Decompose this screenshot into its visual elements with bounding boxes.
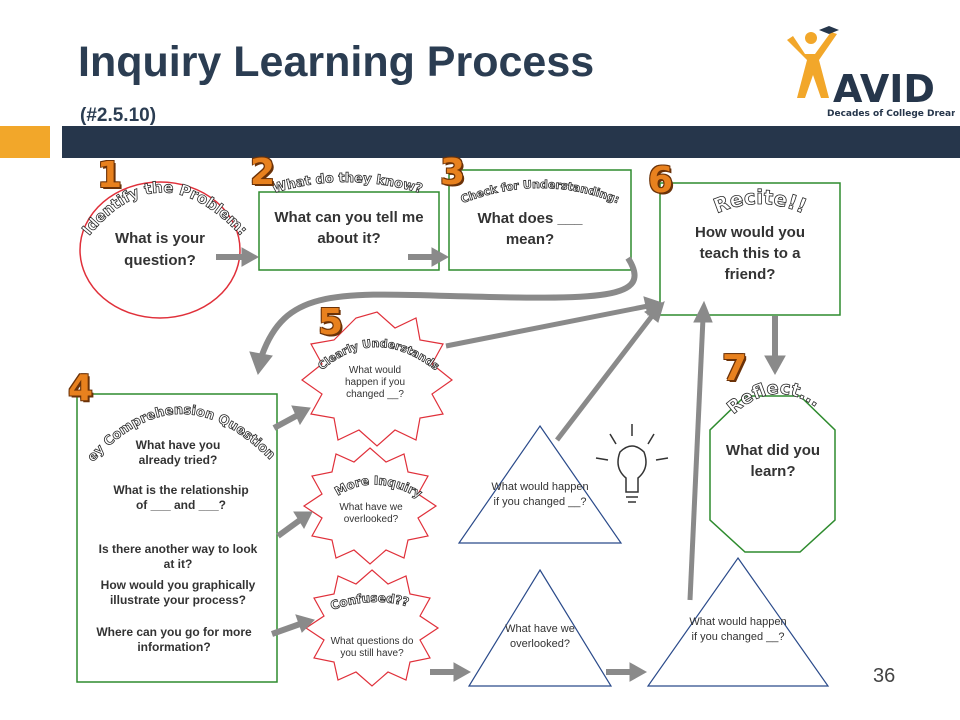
step-2-number: 2 bbox=[250, 152, 276, 193]
step-4-box bbox=[76, 393, 278, 683]
slide-number: 36 bbox=[873, 665, 896, 687]
triangle-3 bbox=[646, 556, 830, 687]
more-inquiry-question: What have we overlooked? bbox=[339, 502, 403, 525]
confused-burst bbox=[304, 569, 440, 687]
triangle-1 bbox=[457, 424, 623, 544]
step-5-burst bbox=[300, 311, 454, 447]
step-7-number: 7 bbox=[722, 348, 748, 389]
more-inquiry-burst bbox=[302, 447, 438, 565]
step-4-question-2: What is the relationship of ___ and ___? bbox=[113, 483, 249, 512]
step-5-question: What would happen if you changed __? bbox=[344, 365, 406, 400]
step-7-question: What did you learn? bbox=[725, 442, 821, 480]
triangle-2-question: What have we overlooked? bbox=[505, 623, 575, 650]
step-4-question-5: Where can you go for more information? bbox=[96, 625, 252, 654]
step-6-number: 6 bbox=[648, 160, 674, 201]
triangle-2 bbox=[467, 568, 613, 687]
triangle-3-question: What would happen if you changed __? bbox=[689, 616, 787, 643]
step-1-oval bbox=[79, 181, 241, 319]
step-4-question-4: How would you graphically illustrate you… bbox=[100, 578, 256, 607]
avid-logo: AVID Decades of College Dreams bbox=[787, 26, 955, 119]
logo-figure-head-icon bbox=[805, 32, 817, 44]
accent-bar bbox=[0, 126, 50, 158]
step-4-number: 4 bbox=[68, 368, 94, 409]
logo-tagline: Decades of College Dreams bbox=[827, 109, 955, 119]
step-4-question-1: What have you already tried? bbox=[135, 438, 221, 467]
header-bar bbox=[62, 126, 960, 158]
step-2-question: What can you tell me about it? bbox=[274, 209, 424, 247]
confused-question: What questions do you still have? bbox=[330, 636, 414, 659]
step-5-number: 5 bbox=[318, 302, 344, 343]
step-3-box bbox=[448, 169, 632, 271]
page-subtitle: (#2.5.10) bbox=[80, 105, 157, 126]
logo-figure-icon bbox=[787, 32, 837, 98]
flow-arrows bbox=[216, 247, 786, 682]
graduation-cap-icon bbox=[819, 26, 839, 34]
page-title: Inquiry Learning Process bbox=[78, 38, 595, 86]
step-3-number: 3 bbox=[440, 152, 466, 193]
step-7-octagon bbox=[709, 395, 836, 553]
step-1-number: 1 bbox=[97, 155, 123, 196]
triangle-1-question: What would happen if you changed __? bbox=[491, 481, 589, 508]
lightbulb-icon bbox=[595, 424, 669, 503]
logo-wordmark: AVID bbox=[833, 67, 935, 111]
step-4-question-3: Is there another way to look at it? bbox=[98, 542, 258, 571]
step-6-box bbox=[659, 182, 841, 316]
step-3-question: What does ___ mean? bbox=[477, 210, 583, 248]
step-1-question: What is your question? bbox=[114, 230, 205, 269]
step-6-question: How would you teach this to a friend? bbox=[695, 224, 805, 283]
